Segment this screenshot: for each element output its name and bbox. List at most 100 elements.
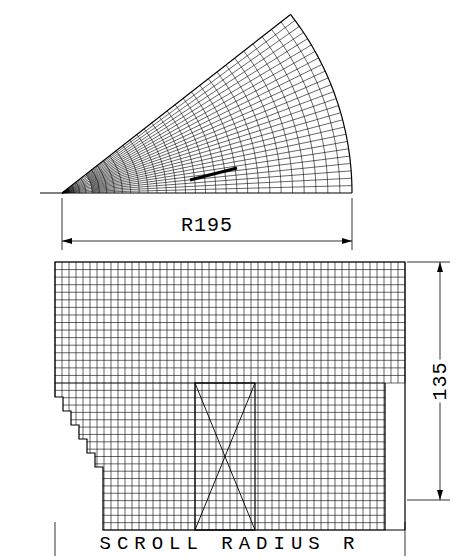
bracket-line (55, 522, 56, 556)
sector-arc-line (159, 117, 185, 193)
dimension-line (62, 241, 352, 242)
crossed-box (195, 383, 255, 530)
grid-line (125, 383, 126, 530)
grid-line (90, 383, 91, 453)
mesh-outline (55, 262, 405, 530)
sector-arc-line (103, 161, 114, 193)
arrowhead (437, 490, 443, 500)
grid-line (216, 383, 217, 530)
grid-line (153, 383, 154, 530)
cross-line (195, 383, 255, 530)
extension-line (62, 198, 63, 250)
sector-arc-line (130, 140, 148, 193)
sector-arc-line (116, 151, 131, 193)
grid-line (118, 383, 119, 530)
extension-line (407, 500, 450, 501)
grid-line (188, 383, 189, 530)
arrowhead (437, 262, 443, 272)
grid-line (251, 383, 252, 530)
grid-line (167, 383, 168, 530)
grid-line (265, 383, 266, 530)
grid-line (55, 360, 405, 361)
sector-arc-line (226, 65, 270, 193)
sector-arc-line (144, 129, 166, 193)
axis-label: SCROLL RADIUS R (97, 535, 362, 554)
extension-line (352, 198, 353, 250)
sector-radial-line (92, 186, 352, 193)
sector-arc-line (271, 29, 327, 193)
grid-line (104, 383, 105, 530)
sector-radial-line (62, 64, 322, 193)
grid-line (55, 307, 405, 308)
sector-radial-line (62, 92, 334, 193)
sector-radial-line (90, 85, 331, 182)
grid-line (139, 383, 140, 530)
extension-line (407, 262, 450, 263)
sector-radial-line (62, 51, 315, 193)
arrowhead (342, 238, 352, 244)
grid-line (202, 383, 203, 530)
grid-line (321, 383, 322, 530)
grid-line (55, 292, 405, 293)
grid-line (63, 397, 385, 398)
sector-arc-line (235, 58, 281, 193)
sector-radial-line (86, 20, 295, 175)
grid-line (328, 383, 329, 530)
grid-line (209, 383, 210, 530)
grid-line (55, 299, 405, 300)
dimension-label: 135 (431, 359, 451, 402)
grid-line (342, 383, 343, 530)
grid-line (174, 383, 175, 530)
grid-line (55, 269, 405, 270)
grid-line (95, 456, 385, 457)
grid-line (293, 383, 294, 530)
grid-line (63, 405, 385, 406)
sector-arc-line (253, 44, 304, 193)
bracket-line (405, 522, 406, 556)
mesh-outline (385, 530, 405, 531)
grid-line (181, 383, 182, 530)
grid-line (230, 383, 231, 530)
grid-line (363, 383, 364, 530)
grid-line (95, 463, 385, 464)
sector-arc-line (110, 156, 123, 193)
sector-radial-line (62, 14, 291, 193)
sector-arc-line (67, 189, 68, 193)
grid-line (377, 383, 378, 530)
grid-line (62, 383, 63, 397)
grid-line (55, 314, 405, 315)
sector-arc-line (152, 123, 176, 193)
arrowhead (62, 238, 72, 244)
grid-line (300, 383, 301, 530)
grid-line (349, 383, 350, 530)
sector-arc-line (71, 186, 74, 193)
grid-line (307, 383, 308, 530)
sector-radial-line (62, 26, 299, 193)
sector-arc-line (281, 22, 340, 193)
grid-line (97, 383, 98, 467)
sector-radial-line (89, 71, 325, 180)
sector-arc-line (81, 178, 86, 193)
grid-line (335, 383, 336, 530)
sector-arc-line (76, 182, 80, 193)
grid-line (279, 383, 280, 530)
grid-line (237, 383, 238, 530)
grid-line (55, 337, 405, 338)
grid-line (223, 383, 224, 530)
crack-line (190, 168, 237, 180)
grid-line (272, 383, 273, 530)
grid-line (55, 277, 405, 278)
sector-arc-line (217, 72, 259, 193)
grid-line (83, 383, 84, 439)
grid-line (55, 367, 405, 368)
sector-arc-line (97, 166, 106, 193)
grid-line (55, 390, 385, 391)
grid-line (286, 383, 287, 530)
axis-tick (40, 193, 62, 194)
sector-radial-line (62, 39, 308, 193)
grid-line (146, 383, 147, 530)
grid-line (314, 383, 315, 530)
grid-line (55, 352, 405, 353)
sector-arc-line (91, 170, 99, 193)
